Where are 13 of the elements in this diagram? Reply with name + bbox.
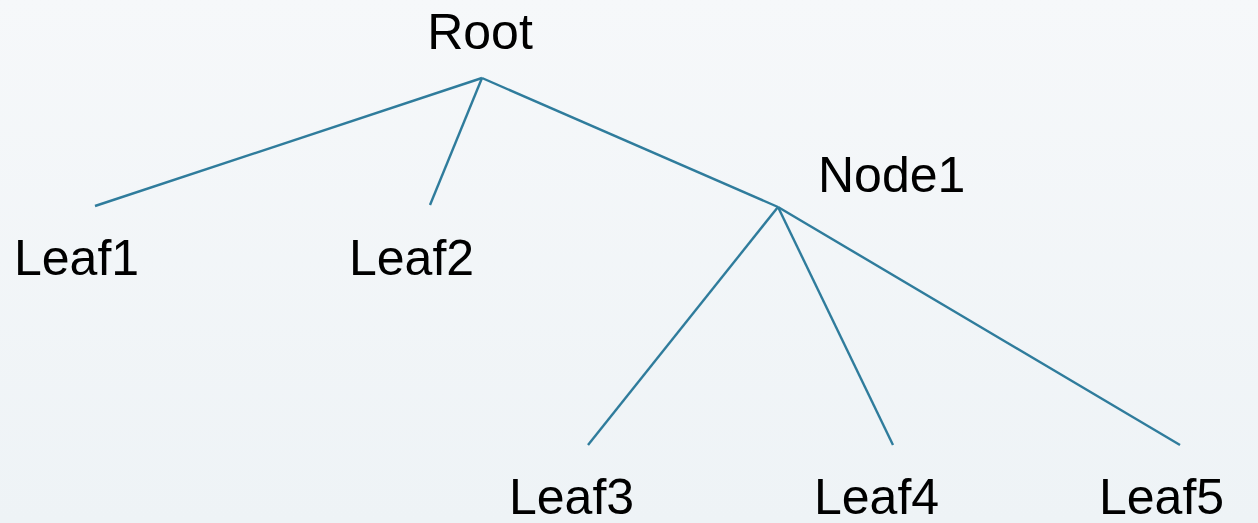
node-label: Root: [427, 4, 533, 60]
node-label: Node1: [818, 147, 966, 203]
node-label: Leaf5: [1099, 469, 1225, 523]
node-label: Leaf4: [814, 469, 940, 523]
connector-line: [777, 205, 1181, 447]
connector-line: [481, 76, 779, 209]
node-label: Leaf1: [14, 230, 140, 286]
connector-line: [587, 206, 779, 446]
node-label: Leaf2: [349, 230, 475, 286]
connector-line: [428, 77, 484, 206]
node-label: Leaf3: [509, 469, 635, 523]
connector-line: [776, 206, 895, 446]
connector-line: [94, 76, 483, 208]
